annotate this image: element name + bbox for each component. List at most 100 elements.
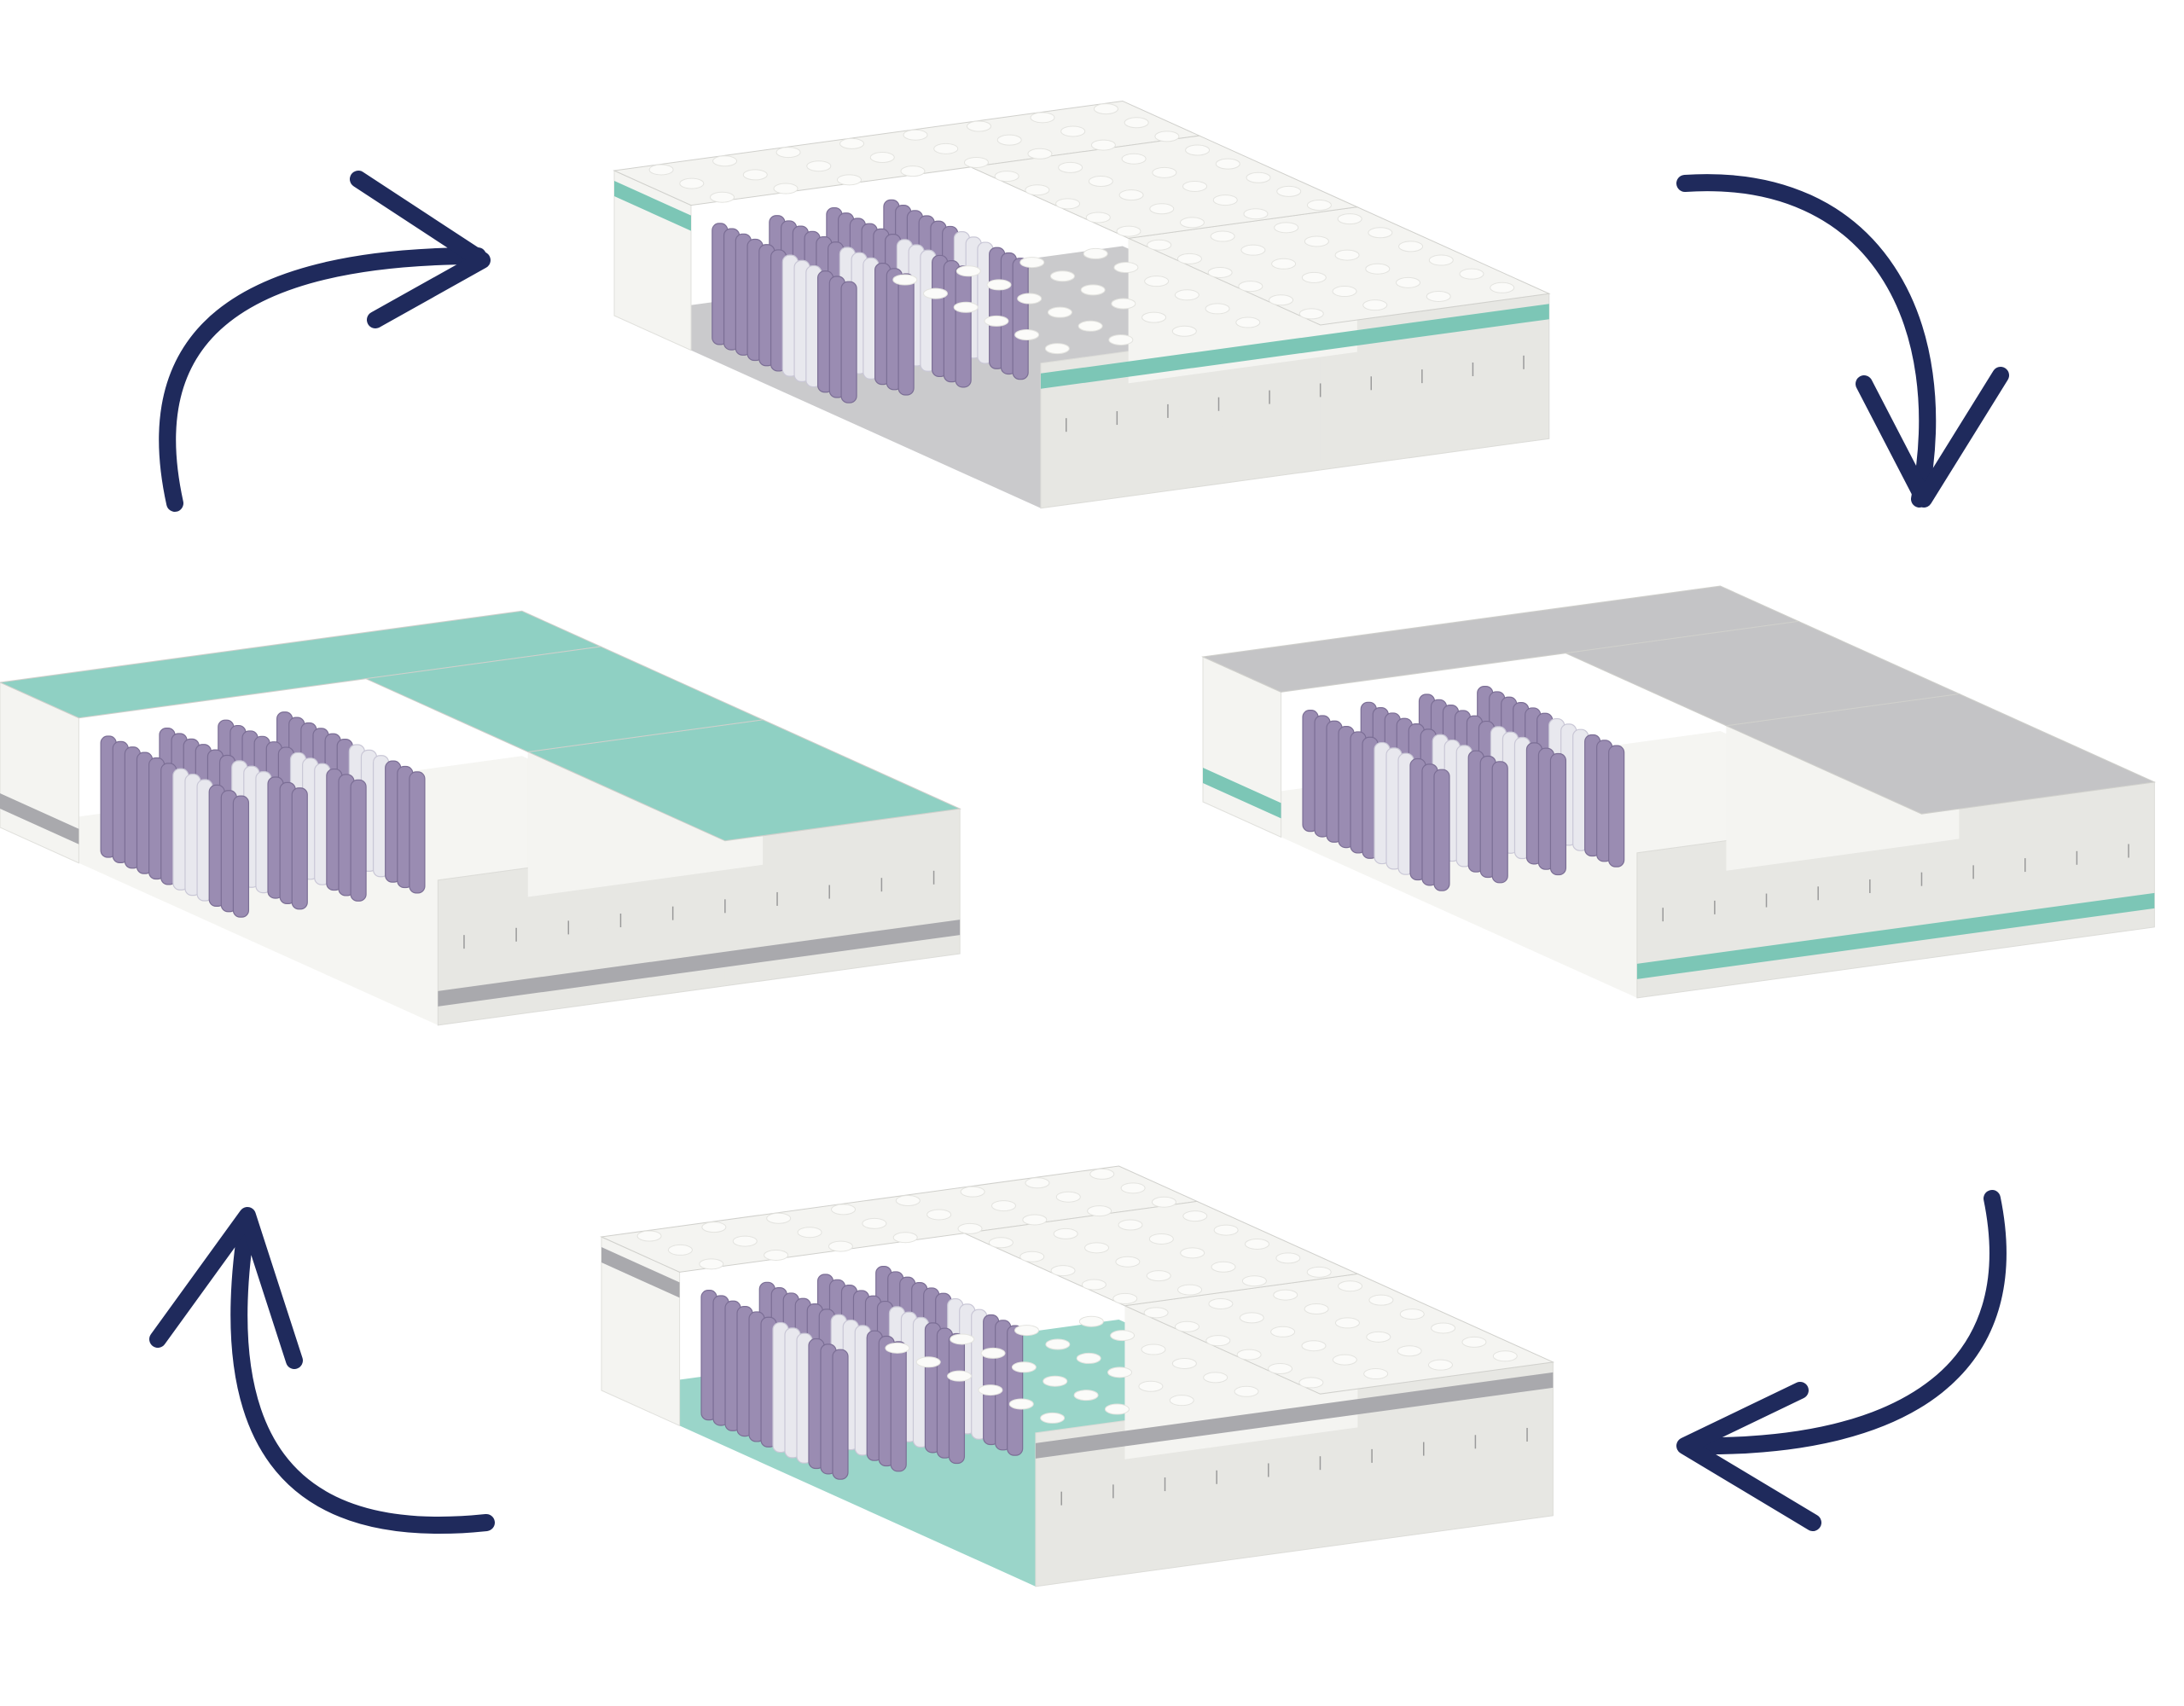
egg-crate-bump — [980, 1347, 1006, 1359]
egg-crate-bump — [1431, 1322, 1456, 1334]
egg-crate-bump — [1215, 158, 1240, 170]
egg-crate-bump — [1014, 329, 1040, 341]
egg-crate-bump — [1141, 311, 1167, 323]
egg-crate-bump — [1461, 1336, 1487, 1348]
arrow-head — [350, 171, 491, 328]
egg-crate-bump — [996, 134, 1022, 146]
egg-crate-bump — [1301, 271, 1327, 283]
mattress-right — [1201, 585, 2157, 999]
egg-crate-bump — [1011, 1361, 1037, 1373]
layer-stripe-side — [1035, 1372, 1554, 1459]
egg-crate-bump — [1368, 1294, 1394, 1306]
egg-crate-bump — [1426, 290, 1451, 302]
arrow-left-to-top — [159, 171, 491, 512]
layer-stripe-front — [0, 793, 79, 844]
egg-crate-bump — [1459, 268, 1484, 280]
egg-crate-bump — [636, 1230, 662, 1242]
egg-crate-bump — [701, 1221, 727, 1233]
egg-crate-bump — [1116, 225, 1141, 237]
egg-crate-bump — [1368, 227, 1393, 239]
pocket-spring — [1549, 752, 1567, 876]
egg-crate-bump — [1121, 153, 1147, 165]
egg-crate-bump — [1147, 239, 1172, 251]
egg-crate-bump — [1205, 303, 1230, 315]
pocket-spring — [291, 787, 308, 910]
egg-crate-bump — [1047, 306, 1072, 318]
egg-crate-bump — [926, 1209, 952, 1221]
egg-crate-bump — [1211, 1261, 1236, 1273]
egg-crate-bump — [1298, 1377, 1324, 1389]
egg-crate-bump — [1180, 1247, 1205, 1259]
egg-crate-bump — [1025, 1177, 1050, 1189]
egg-crate-bump — [1008, 1398, 1034, 1410]
egg-crate-bump — [1174, 1320, 1199, 1332]
pocket-spring — [1491, 761, 1508, 884]
egg-crate-bump — [1113, 262, 1139, 274]
egg-crate-bump — [1027, 148, 1053, 160]
egg-crate-bump — [1081, 1279, 1107, 1291]
pocket-spring — [1433, 769, 1450, 891]
egg-crate-bump — [1273, 1289, 1298, 1301]
egg-crate-bump — [1176, 252, 1202, 264]
egg-crate-bump — [1080, 284, 1106, 296]
egg-crate-bump — [775, 147, 801, 159]
egg-crate-bump — [1235, 316, 1261, 328]
egg-crate-bump — [947, 1370, 973, 1382]
egg-crate-bump — [806, 160, 832, 172]
egg-crate-bump — [699, 1258, 724, 1270]
egg-crate-bump — [1148, 1233, 1174, 1245]
egg-crate-bump — [1017, 293, 1043, 305]
egg-crate-bump — [1492, 1350, 1518, 1362]
egg-crate-bump — [1276, 185, 1302, 197]
egg-crate-bump — [1019, 257, 1045, 269]
egg-crate-bump — [1019, 1250, 1045, 1262]
egg-crate-bump — [1049, 270, 1075, 282]
spring-block — [100, 711, 426, 918]
egg-crate-bump — [773, 183, 799, 194]
egg-crate-bump — [648, 164, 674, 176]
egg-crate-bump — [1044, 343, 1070, 355]
egg-crate-bump — [1332, 286, 1357, 298]
egg-crate-bump — [839, 137, 865, 149]
egg-crate-bump — [1073, 1390, 1099, 1401]
layer-stripe-front — [1203, 768, 1281, 819]
top-layer-back — [1564, 620, 1961, 727]
egg-crate-bump — [986, 279, 1012, 291]
egg-crate-bump — [923, 287, 949, 299]
egg-crate-bump — [732, 1235, 758, 1247]
egg-crate-bump — [892, 274, 918, 286]
egg-crate-bump — [1268, 1363, 1293, 1375]
arrow-curve — [230, 1211, 495, 1535]
egg-crate-bump — [1151, 1196, 1176, 1208]
egg-crate-bump — [1084, 1242, 1110, 1254]
arrow-head — [1676, 1382, 1821, 1531]
egg-crate-bump — [1244, 1238, 1269, 1250]
egg-crate-bump — [1108, 334, 1134, 345]
egg-crate-bump — [915, 1356, 941, 1368]
egg-crate-bump — [1050, 1265, 1076, 1277]
egg-crate-bump — [892, 1232, 918, 1244]
egg-crate-bump — [1149, 203, 1175, 215]
egg-crate-bump — [1083, 247, 1108, 259]
pocket-spring — [832, 1349, 849, 1480]
egg-crate-bump — [1269, 294, 1294, 306]
egg-crate-bump — [1124, 117, 1149, 129]
egg-crate-bump — [1365, 263, 1391, 275]
egg-crate-texture — [648, 103, 1515, 355]
egg-crate-bump — [1236, 1349, 1262, 1361]
egg-crate-bump — [1093, 103, 1118, 115]
egg-crate-bump — [1362, 299, 1388, 311]
egg-crate-bump — [1058, 161, 1083, 173]
egg-crate-bump — [1030, 112, 1055, 124]
egg-crate-bump — [1077, 320, 1103, 332]
egg-crate-bump — [1089, 1168, 1115, 1180]
egg-crate-bump — [1366, 1331, 1391, 1343]
egg-crate-bump — [1238, 281, 1263, 293]
egg-crate-bump — [1177, 1284, 1203, 1296]
egg-crate-bump — [1118, 189, 1144, 201]
side-stitches — [463, 870, 935, 949]
egg-crate-bump — [953, 301, 979, 313]
egg-crate-bump — [1141, 1343, 1166, 1355]
egg-crate-bump — [836, 174, 862, 186]
